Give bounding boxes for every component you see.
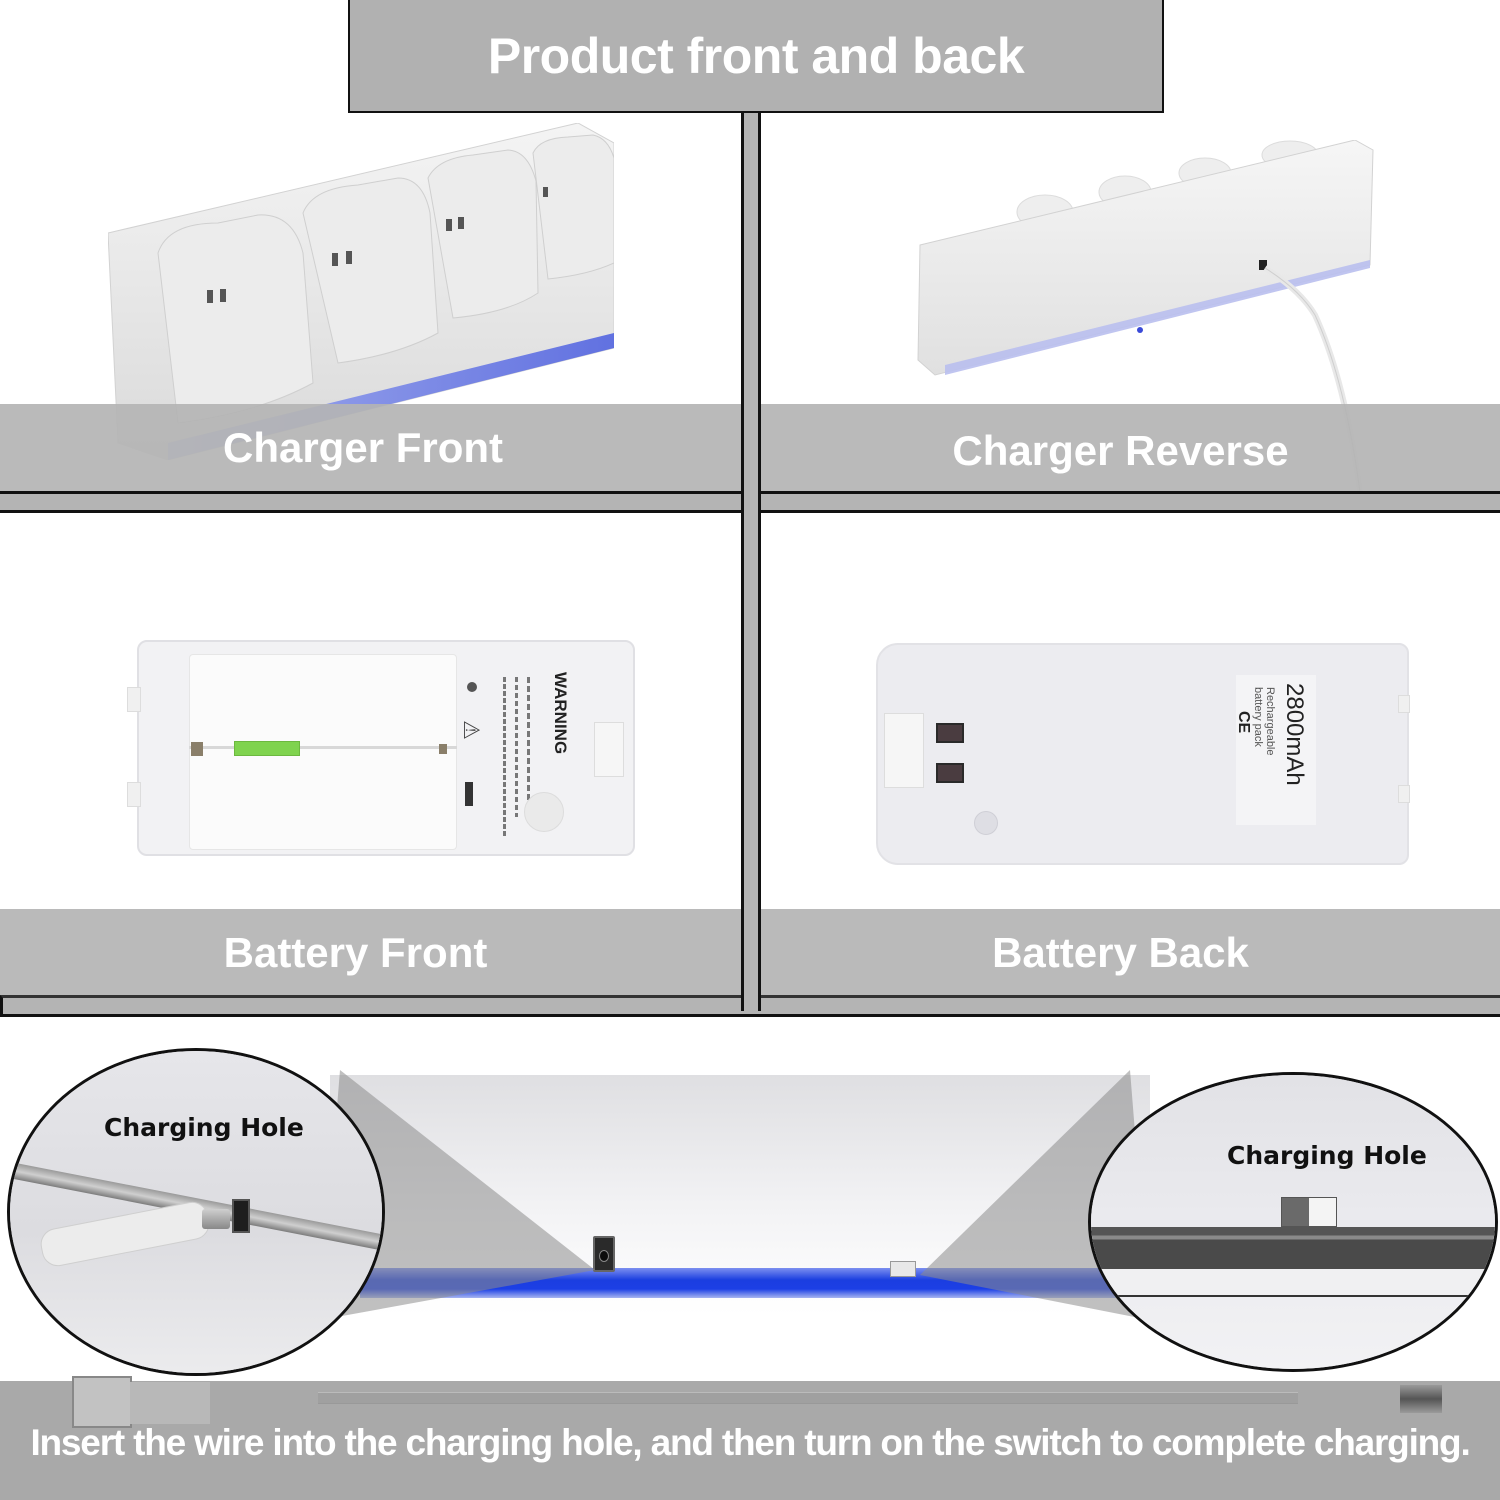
warning-line: [527, 677, 530, 817]
page-title: Product front and back: [487, 27, 1025, 84]
base-edge: [1091, 1269, 1495, 1297]
magnifier-right: Charging Hole: [1088, 1072, 1498, 1372]
capacity-label: 2800mAh Rechargeable battery pack CE: [1235, 675, 1316, 825]
tab-left-bottom: [127, 782, 141, 807]
caption-charger-reverse: Charger Reverse: [952, 427, 1289, 474]
battery-seam: [189, 746, 457, 749]
caption-band-battery-front: Battery Front: [0, 909, 741, 997]
tab-right: [594, 722, 624, 777]
capacity-line2: battery pack: [1252, 687, 1264, 747]
magnifier-cones: [320, 1070, 1150, 1320]
tab-left-top: [127, 687, 141, 712]
battery-polarity-icon: [465, 782, 473, 806]
tab-right-top: [1398, 695, 1410, 713]
caption-band-charger-reverse: Charger Reverse: [761, 404, 1500, 492]
usb-plug-body: [130, 1382, 210, 1424]
charger-front-image: [107, 122, 615, 461]
charging-hole-closeup: [232, 1199, 250, 1233]
warning-heading: WARNING: [551, 672, 570, 755]
warning-line: [503, 677, 506, 837]
cable: [318, 1392, 1298, 1404]
charging-port-dc: [593, 1236, 615, 1272]
divider-vertical: [741, 113, 761, 1011]
charging-hole-closeup: [1281, 1197, 1337, 1227]
tab-right-bottom: [1398, 785, 1410, 803]
contact-left: [191, 742, 203, 756]
indicator-green-strip: [234, 741, 300, 756]
dc-plug-end-icon: [1400, 1385, 1442, 1413]
capacity-text: 2800mAh: [1281, 683, 1308, 786]
caption-battery-back: Battery Back: [992, 929, 1249, 976]
battery-back-image: 2800mAh Rechargeable battery pack CE: [876, 643, 1410, 865]
dc-plug-tip: [202, 1209, 230, 1229]
rail-detail: [1091, 1227, 1495, 1269]
warning-line: [515, 677, 518, 817]
charger-reverse-image: [915, 139, 1375, 493]
caption-band-battery-back: Battery Back: [761, 909, 1500, 997]
indicator-hole: [974, 811, 998, 835]
callout-right: Charging Hole: [1227, 1141, 1427, 1170]
battery-latch: [524, 792, 564, 832]
magnifier-left: Charging Hole: [7, 1048, 385, 1376]
warning-label: WARNING ⚠: [459, 672, 585, 837]
warning-triangle-icon: ⚠: [458, 720, 484, 740]
contact-pad-top: [936, 723, 964, 743]
contact-pad-bottom: [936, 763, 964, 783]
caption-charger-front: Charger Front: [222, 424, 503, 471]
title-banner: Product front and back: [348, 0, 1164, 113]
ce-mark-icon: CE: [1235, 711, 1252, 734]
caption-battery-front: Battery Front: [223, 929, 488, 976]
recycle-icon: [467, 682, 477, 692]
contact-right: [439, 744, 447, 754]
battery-cell-cover: [189, 654, 457, 850]
battery-front-image: WARNING ⚠: [127, 640, 635, 856]
battery-notch: [884, 713, 924, 788]
capacity-line1: Rechargeable: [1264, 687, 1276, 756]
usb-plug-icon: [72, 1376, 132, 1428]
caption-band-charger-front: Charger Front: [0, 404, 741, 492]
switch-slot: [890, 1261, 916, 1277]
instruction-text: Insert the wire into the charging hole, …: [30, 1422, 1470, 1463]
callout-left: Charging Hole: [104, 1113, 304, 1142]
